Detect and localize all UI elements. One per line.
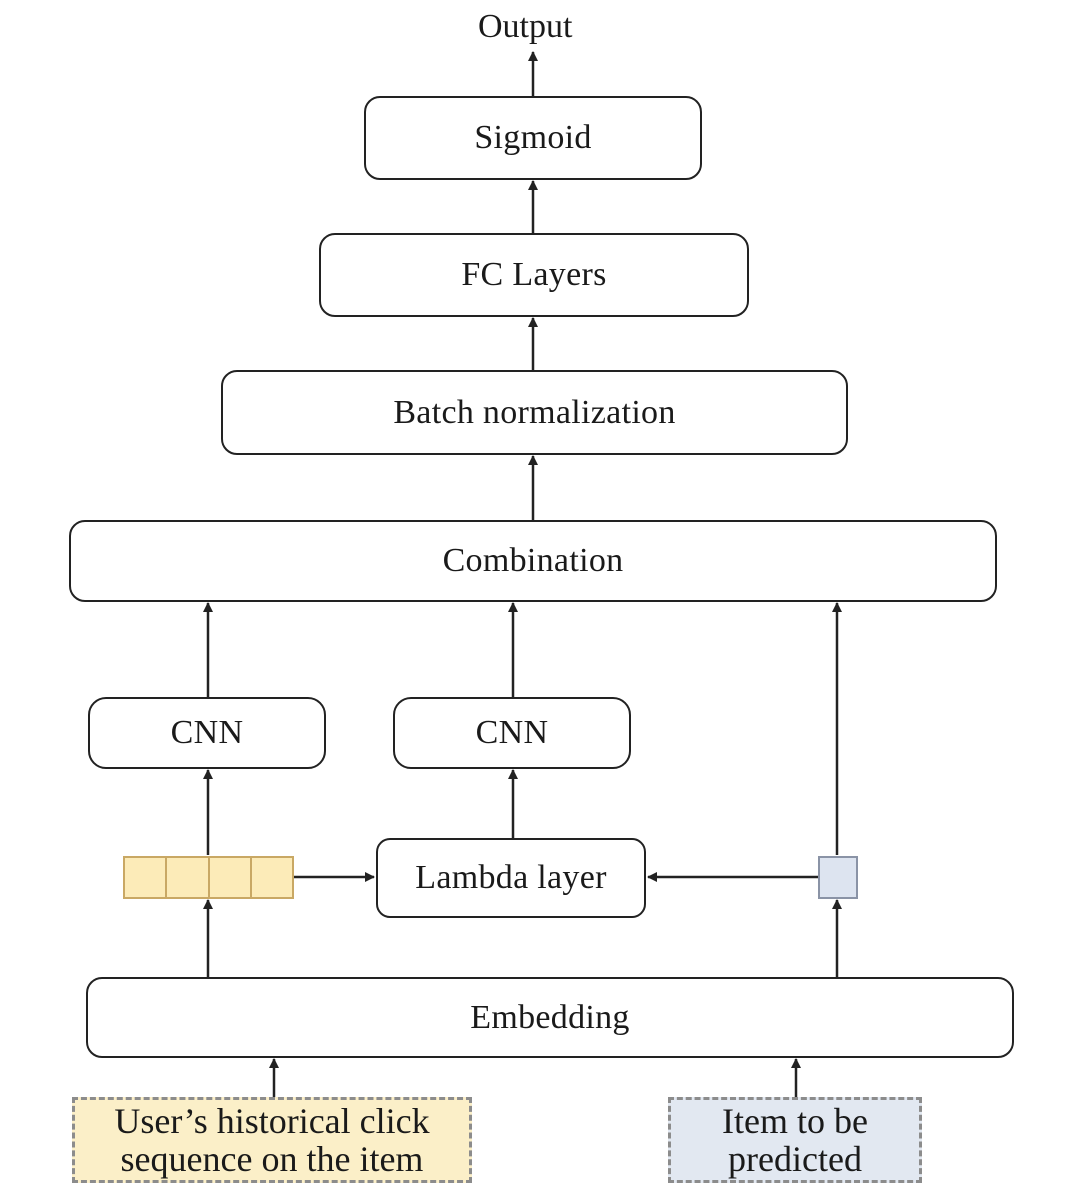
user-click-sequence-line-2: sequence on the item bbox=[120, 1139, 424, 1179]
combination-layer: Combination bbox=[69, 520, 997, 602]
batch-normalization-layer: Batch normalization bbox=[221, 370, 848, 455]
embedding-layer: Embedding bbox=[86, 977, 1014, 1058]
sequence-cell bbox=[167, 858, 210, 897]
user-click-sequence-line-1: User’s historical click bbox=[114, 1101, 430, 1141]
user-click-sequence-text: User’s historical click sequence on the … bbox=[114, 1102, 429, 1178]
output-label: Output bbox=[478, 8, 573, 45]
sequence-embedding-vector bbox=[123, 856, 294, 899]
cnn-left: CNN bbox=[88, 697, 326, 769]
item-to-predict-line-2: predicted bbox=[728, 1139, 862, 1179]
sequence-cell bbox=[252, 858, 292, 897]
item-embedding-vector bbox=[818, 856, 858, 899]
cnn-right: CNN bbox=[393, 697, 631, 769]
sequence-cell bbox=[125, 858, 168, 897]
item-to-predict-text: Item to be predicted bbox=[722, 1102, 868, 1178]
user-click-sequence-input: User’s historical click sequence on the … bbox=[72, 1097, 472, 1183]
sequence-cell bbox=[210, 858, 252, 897]
fc-layers: FC Layers bbox=[319, 233, 749, 317]
sigmoid-layer: Sigmoid bbox=[364, 96, 702, 180]
item-to-predict-input: Item to be predicted bbox=[668, 1097, 922, 1183]
lambda-layer: Lambda layer bbox=[376, 838, 646, 918]
item-to-predict-line-1: Item to be bbox=[722, 1101, 868, 1141]
